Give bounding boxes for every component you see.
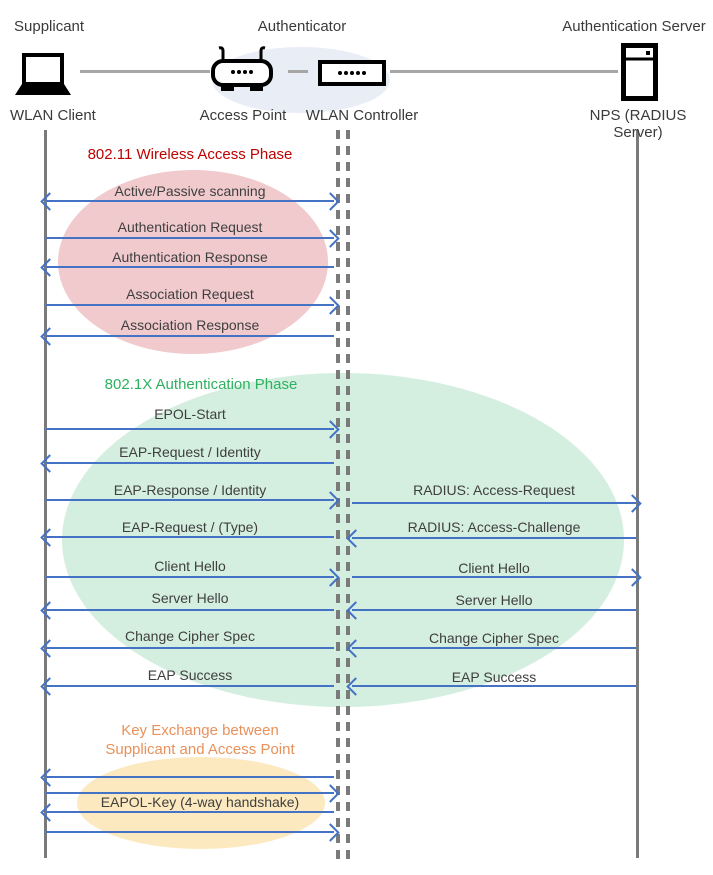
arrow-change-cipher-spec-left: [46, 647, 334, 649]
message-label-client-hello-left: Client Hello: [154, 558, 226, 574]
phase-title-key-exchange-line1: Key Exchange between: [121, 722, 279, 739]
message-label-association-request: Association Request: [126, 286, 254, 302]
arrow-eap-success-left: [46, 685, 334, 687]
message-label-eap-response-identity: EAP-Response / Identity: [113, 482, 267, 498]
device-label-nps-radius-server: NPS (RADIUS Server): [589, 107, 687, 141]
arrow-eap-request-identity: [46, 462, 334, 464]
message-label-eap-request-identity: EAP-Request / Identity: [119, 444, 261, 460]
role-authentication-server: Authentication Server: [562, 18, 706, 35]
arrow-epol-start: [46, 428, 334, 430]
arrow-eap-response-identity: [46, 499, 334, 501]
device-label-access-point: Access Point: [199, 107, 287, 124]
arrow-authentication-request: [46, 237, 334, 239]
message-label-active-passive-scanning: Active/Passive scanning: [114, 183, 266, 199]
message-label-radius-access-request: RADIUS: Access-Request: [413, 482, 575, 498]
arrow-client-hello-left: [46, 576, 334, 578]
lifeline-radius-server: [636, 130, 639, 858]
arrow-server-hello-left: [46, 609, 334, 611]
arrow-eapol-key-msg1: [46, 776, 334, 778]
link-ap-controller: [288, 70, 308, 73]
link-controller-server: [390, 70, 618, 73]
arrow-association-response: [46, 335, 334, 337]
arrow-authentication-response: [46, 266, 334, 268]
phase-title-wireless-access: 802.11 Wireless Access Phase: [87, 146, 293, 163]
message-label-eapol-key-handshake: EAPOL-Key (4-way handshake): [100, 794, 300, 810]
phase-ellipse-dot1x-authentication: [62, 373, 624, 707]
message-label-association-response: Association Response: [120, 317, 260, 333]
phase-title-key-exchange-line2: Supplicant and Access Point: [105, 741, 295, 758]
device-label-wlan-controller: WLAN Controller: [305, 107, 419, 124]
wlan-controller-icon: [318, 60, 386, 86]
phase-ellipse-key-exchange: [77, 757, 325, 849]
message-label-eap-request-type: EAP-Request / (Type): [121, 519, 259, 535]
access-point-icon: [211, 46, 273, 91]
arrow-eap-success-right: [352, 685, 636, 687]
message-label-authentication-response: Authentication Response: [112, 249, 268, 265]
message-label-change-cipher-spec-left: Change Cipher Spec: [125, 628, 255, 644]
message-label-radius-access-challenge: RADIUS: Access-Challenge: [407, 519, 581, 535]
arrow-radius-access-request: [352, 502, 636, 504]
arrow-radius-access-challenge: [352, 537, 636, 539]
arrow-active-passive-scanning: [46, 200, 334, 202]
arrow-eapol-key-msg2: [46, 792, 334, 794]
lifeline-wlan-controller-dash-2: [346, 130, 350, 860]
arrow-eap-request-type: [46, 536, 334, 538]
arrow-change-cipher-spec-right: [352, 647, 636, 649]
arrow-eapol-key-msg3: [46, 811, 334, 813]
arrow-server-hello-right: [352, 609, 636, 611]
lifeline-wlan-client: [44, 130, 47, 858]
arrow-eapol-key-msg4: [46, 831, 334, 833]
message-label-server-hello-right: Server Hello: [455, 592, 533, 608]
message-label-change-cipher-spec-right: Change Cipher Spec: [429, 630, 559, 646]
arrow-association-request: [46, 304, 334, 306]
message-label-server-hello-left: Server Hello: [151, 590, 229, 606]
message-label-client-hello-right: Client Hello: [458, 560, 530, 576]
link-client-ap: [80, 70, 210, 73]
lifeline-wlan-controller-dash-1: [336, 130, 340, 860]
laptop-icon: [15, 53, 71, 95]
server-icon: [621, 43, 658, 101]
message-label-eap-success-right: EAP Success: [451, 669, 537, 685]
message-label-eap-success-left: EAP Success: [147, 667, 233, 683]
role-supplicant: Supplicant: [14, 18, 85, 35]
message-label-epol-start: EPOL-Start: [154, 406, 226, 422]
role-authenticator: Authenticator: [257, 18, 347, 35]
phase-title-dot1x-authentication: 802.1X Authentication Phase: [104, 376, 298, 393]
arrow-client-hello-right: [352, 576, 636, 578]
device-label-wlan-client: WLAN Client: [10, 107, 96, 124]
message-label-authentication-request: Authentication Request: [117, 219, 263, 235]
